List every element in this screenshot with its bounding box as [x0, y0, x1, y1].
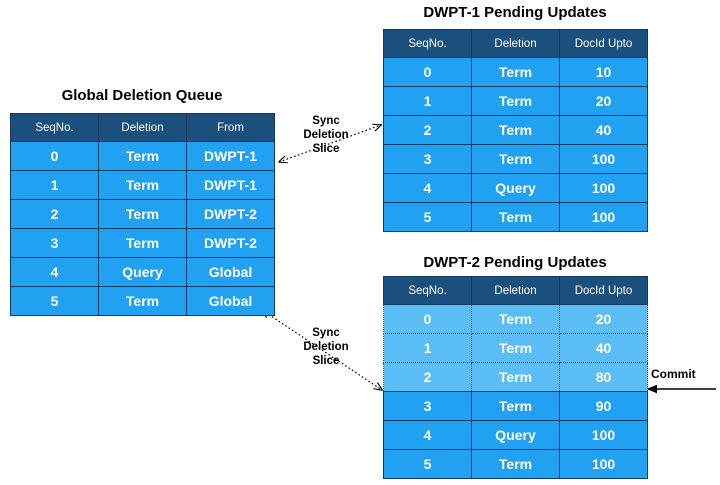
cell-seqno: 5 — [383, 202, 472, 232]
cell-seqno: 0 — [383, 304, 472, 334]
cell-docid: 100 — [559, 173, 648, 203]
cell-deletion: Term — [471, 115, 560, 145]
cell-seqno: 4 — [383, 420, 472, 450]
cell-from: Global — [186, 286, 275, 316]
cell-docid: 100 — [559, 144, 648, 174]
cell-deletion: Term — [98, 199, 187, 229]
cell-deletion: Term — [98, 286, 187, 316]
column-header-docid-upto: DocId Upto — [559, 276, 648, 305]
cell-seqno: 2 — [383, 115, 472, 145]
cell-seqno: 1 — [383, 333, 472, 363]
sync-label-line-1: Sync — [312, 115, 340, 127]
table-header-row: SeqNo. Deletion DocId Upto — [383, 276, 648, 305]
column-header-from: From — [186, 113, 275, 142]
cell-docid: 100 — [559, 449, 648, 479]
cell-docid: 20 — [559, 86, 648, 116]
cell-deletion: Query — [98, 257, 187, 287]
global-deletion-queue-table: SeqNo. Deletion From 0 Term DWPT-1 1 Ter… — [10, 113, 275, 316]
cell-docid: 90 — [559, 391, 648, 421]
table-row: 2 Term 40 — [383, 115, 648, 145]
table-row: 2 Term DWPT-2 — [10, 199, 275, 229]
commit-label: Commit — [651, 367, 696, 381]
cell-seqno: 2 — [10, 199, 99, 229]
table-row: 3 Term 100 — [383, 144, 648, 174]
table-row: 1 Term DWPT-1 — [10, 170, 275, 200]
sync-label-line-1: Sync — [312, 327, 340, 339]
cell-seqno: 5 — [383, 449, 472, 479]
cell-from: Global — [186, 257, 275, 287]
column-header-seqno: SeqNo. — [10, 113, 99, 142]
dwpt1-pending-updates-table: SeqNo. Deletion DocId Upto 0 Term 10 1 T… — [383, 29, 648, 232]
cell-docid: 20 — [559, 304, 648, 334]
cell-docid: 40 — [559, 115, 648, 145]
cell-seqno: 1 — [383, 86, 472, 116]
sync-label-line-2: Deletion — [303, 341, 349, 353]
cell-docid: 100 — [559, 202, 648, 232]
cell-deletion: Term — [98, 141, 187, 171]
table-row: 4 Query 100 — [383, 173, 648, 203]
cell-seqno: 4 — [10, 257, 99, 287]
cell-from: DWPT-1 — [186, 141, 275, 171]
dwpt1-title: DWPT-1 Pending Updates — [423, 4, 607, 21]
dwpt2-title: DWPT-2 Pending Updates — [423, 254, 607, 271]
cell-docid: 40 — [559, 333, 648, 363]
cell-from: DWPT-1 — [186, 170, 275, 200]
cell-seqno: 0 — [10, 141, 99, 171]
cell-deletion: Term — [471, 391, 560, 421]
cell-deletion: Term — [471, 57, 560, 87]
cell-docid: 80 — [559, 362, 648, 392]
table-row: 5 Term 100 — [383, 449, 648, 479]
table-row: 0 Term DWPT-1 — [10, 141, 275, 171]
column-header-deletion: Deletion — [471, 276, 560, 305]
table-row: 3 Term 90 — [383, 391, 648, 421]
cell-docid: 100 — [559, 420, 648, 450]
cell-seqno: 5 — [10, 286, 99, 316]
column-header-seqno: SeqNo. — [383, 276, 472, 305]
cell-seqno: 0 — [383, 57, 472, 87]
cell-deletion: Term — [471, 202, 560, 232]
cell-from: DWPT-2 — [186, 228, 275, 258]
cell-deletion: Term — [471, 362, 560, 392]
cell-seqno: 3 — [383, 391, 472, 421]
cell-deletion: Term — [98, 170, 187, 200]
cell-deletion: Term — [471, 86, 560, 116]
sync-label-line-3: Slice — [312, 143, 340, 155]
cell-deletion: Term — [471, 333, 560, 363]
cell-seqno: 3 — [10, 228, 99, 258]
cell-seqno: 1 — [10, 170, 99, 200]
table-row: 1 Term 20 — [383, 86, 648, 116]
cell-from: DWPT-2 — [186, 199, 275, 229]
table-row-sliced: 2 Term 80 — [383, 362, 648, 392]
cell-seqno: 4 — [383, 173, 472, 203]
table-row: 3 Term DWPT-2 — [10, 228, 275, 258]
cell-deletion: Query — [471, 420, 560, 450]
sync-label-line-2: Deletion — [303, 129, 349, 141]
table-header-row: SeqNo. Deletion From — [10, 113, 275, 142]
cell-seqno: 2 — [383, 362, 472, 392]
column-header-docid-upto: DocId Upto — [559, 29, 648, 58]
table-row: 4 Query Global — [10, 257, 275, 287]
sync-deletion-slice-label-top: Sync Deletion Slice — [288, 114, 364, 156]
table-row: 0 Term 10 — [383, 57, 648, 87]
cell-deletion: Term — [98, 228, 187, 258]
cell-deletion: Term — [471, 144, 560, 174]
column-header-deletion: Deletion — [471, 29, 560, 58]
cell-seqno: 3 — [383, 144, 472, 174]
table-row: 5 Term Global — [10, 286, 275, 316]
table-row-sliced: 1 Term 40 — [383, 333, 648, 363]
table-row-sliced: 0 Term 20 — [383, 304, 648, 334]
sync-label-line-3: Slice — [312, 355, 340, 367]
cell-deletion: Query — [471, 173, 560, 203]
column-header-seqno: SeqNo. — [383, 29, 472, 58]
sync-deletion-slice-label-bottom: Sync Deletion Slice — [288, 326, 364, 368]
global-queue-title: Global Deletion Queue — [61, 87, 223, 104]
table-row: 5 Term 100 — [383, 202, 648, 232]
table-row: 4 Query 100 — [383, 420, 648, 450]
dwpt2-pending-updates-table: SeqNo. Deletion DocId Upto 0 Term 20 1 T… — [383, 276, 648, 479]
cell-deletion: Term — [471, 304, 560, 334]
cell-docid: 10 — [559, 57, 648, 87]
column-header-deletion: Deletion — [98, 113, 187, 142]
table-header-row: SeqNo. Deletion DocId Upto — [383, 29, 648, 58]
cell-deletion: Term — [471, 449, 560, 479]
